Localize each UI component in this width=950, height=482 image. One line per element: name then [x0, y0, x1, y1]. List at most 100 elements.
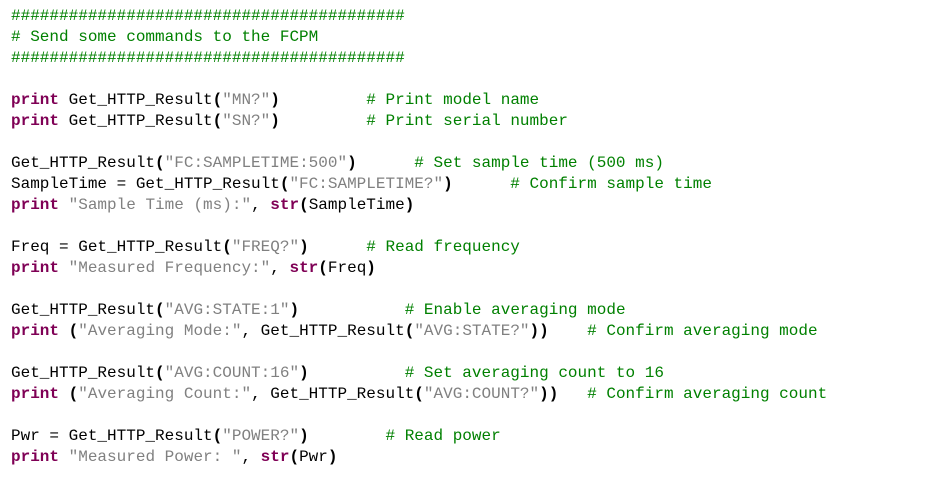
code-text-token: Freq [327, 259, 367, 277]
code-line[interactable] [11, 216, 946, 237]
paren-token: ) [270, 91, 280, 109]
string-token: "AVG:STATE?" [414, 322, 530, 340]
paren-token: ) [327, 448, 338, 466]
keyword-token: str [289, 259, 319, 277]
paren-token: ( [68, 385, 79, 403]
paren-token: ) [299, 427, 309, 445]
string-token: "AVG:COUNT:16" [164, 364, 300, 382]
paren-token: ( [212, 427, 223, 445]
code-text-token: , Get_HTTP_Result [241, 322, 405, 340]
string-token: "AVG:STATE:1" [164, 301, 290, 319]
code-text-token: , Get_HTTP_Result [251, 385, 415, 403]
comment-token: # Enable averaging mode [404, 301, 626, 319]
code-text-token: , [251, 196, 271, 214]
code-line[interactable]: Get_HTTP_Result("AVG:COUNT:16") # Set av… [11, 363, 946, 384]
code-text-token [357, 154, 415, 172]
paren-token: ) [366, 259, 376, 277]
comment-token: # Print serial number [366, 112, 568, 130]
comment-token: ########################################… [11, 7, 405, 25]
code-line[interactable]: print "Measured Frequency:", str(Freq) [11, 258, 946, 279]
comment-token: # Send some commands to the FCPM [11, 28, 319, 46]
code-text-token: SampleTime [308, 196, 405, 214]
code-text-token [59, 259, 69, 277]
paren-token: ) [404, 196, 415, 214]
string-token: "POWER?" [222, 427, 300, 445]
comment-token: # Read frequency [366, 238, 520, 256]
comment-token: # Set averaging count to 16 [404, 364, 664, 382]
paren-token: )) [529, 322, 549, 340]
paren-token: ( [299, 196, 309, 214]
paren-token: ( [155, 154, 165, 172]
code-line[interactable] [11, 69, 946, 90]
paren-token: ( [212, 112, 223, 130]
paren-token: ) [299, 364, 309, 382]
string-token: "Averaging Count:" [78, 385, 252, 403]
paren-token: ) [270, 112, 280, 130]
code-text-token [299, 301, 405, 319]
code-text-token [558, 385, 587, 403]
paren-token: ) [299, 238, 309, 256]
code-line[interactable]: ########################################… [11, 48, 946, 69]
keyword-token: print [11, 259, 60, 277]
paren-token: ) [443, 175, 453, 193]
paren-token: ( [318, 259, 328, 277]
code-line[interactable]: print Get_HTTP_Result("SN?") # Print ser… [11, 111, 946, 132]
code-text-token: Get_HTTP_Result [11, 154, 156, 172]
string-token: "FREQ?" [231, 238, 300, 256]
code-line[interactable]: print ("Averaging Count:", Get_HTTP_Resu… [11, 384, 946, 405]
code-line[interactable]: SampleTime = Get_HTTP_Result("FC:SAMPLET… [11, 174, 946, 195]
paren-token: ( [222, 238, 232, 256]
string-token: "Sample Time (ms):" [68, 196, 252, 214]
string-token: "Measured Frequency:" [68, 259, 271, 277]
code-text-token: Pwr [299, 448, 328, 466]
string-token: "FC:SAMPLETIME:500" [164, 154, 348, 172]
string-token: "AVG:COUNT?" [423, 385, 540, 403]
string-token: "MN?" [222, 91, 271, 109]
code-line[interactable] [11, 132, 946, 153]
keyword-token: print [11, 448, 60, 466]
code-line[interactable]: Freq = Get_HTTP_Result("FREQ?") # Read f… [11, 237, 946, 258]
code-text-token [309, 238, 367, 256]
code-text-token [309, 427, 386, 445]
comment-token: # Confirm averaging count [587, 385, 828, 403]
code-line[interactable] [11, 342, 946, 363]
code-line[interactable]: print ( "Averaging Mode:", Get_HTTP_Resul… [11, 321, 946, 342]
code-line[interactable]: ########################################… [11, 6, 946, 27]
code-text-token: Get_HTTP_Result [59, 91, 213, 109]
code-line[interactable]: Pwr = Get_HTTP_Result("POWER?") # Read p… [11, 426, 946, 447]
code-text-token: , [241, 448, 261, 466]
keyword-token: print [11, 112, 60, 130]
code-line[interactable] [11, 405, 946, 426]
paren-token: ) [347, 154, 357, 172]
paren-token: ( [414, 385, 424, 403]
string-token: "FC:SAMPLETIME?" [289, 175, 444, 193]
code-text-token: Get_HTTP_Result [11, 301, 156, 319]
comment-token: # Print model name [366, 91, 540, 109]
comment-token: ########################################… [11, 49, 405, 67]
code-line[interactable]: Get_HTTP_Result("AVG:STATE:1") # Enable … [11, 300, 946, 321]
code-line[interactable]: print Get_HTTP_Result("MN?") # Print mod… [11, 90, 946, 111]
keyword-token: str [270, 196, 300, 214]
paren-token: ( [212, 91, 223, 109]
paren-token: ( [155, 301, 165, 319]
code-text-token: Pwr = Get_HTTP_Result [11, 427, 213, 445]
code-line[interactable]: # Send some commands to the FCPM [11, 27, 946, 48]
keyword-token: print [11, 91, 60, 109]
code-line[interactable]: Get_HTTP_Result("FC:SAMPLETIME:500") # S… [11, 153, 946, 174]
code-text-token [453, 175, 511, 193]
keyword-token: print [11, 322, 60, 340]
code-text-token [59, 448, 69, 466]
paren-token: ( [289, 448, 300, 466]
comment-token: # Read power [385, 427, 501, 445]
string-token: "SN?" [222, 112, 271, 130]
code-text-token: Freq = Get_HTTP_Result [11, 238, 223, 256]
code-text-token [59, 196, 69, 214]
string-token: "Averaging Mode:" [78, 322, 242, 340]
code-text-token [59, 322, 69, 340]
paren-token: ( [404, 322, 415, 340]
code-line[interactable]: print "Measured Power: ", str(Pwr) [11, 447, 946, 468]
code-editor[interactable]: ########################################… [11, 6, 946, 476]
comment-token: # Confirm averaging mode [587, 322, 818, 340]
code-line[interactable]: print "Sample Time (ms):", str(SampleTim… [11, 195, 946, 216]
code-line[interactable] [11, 279, 946, 300]
